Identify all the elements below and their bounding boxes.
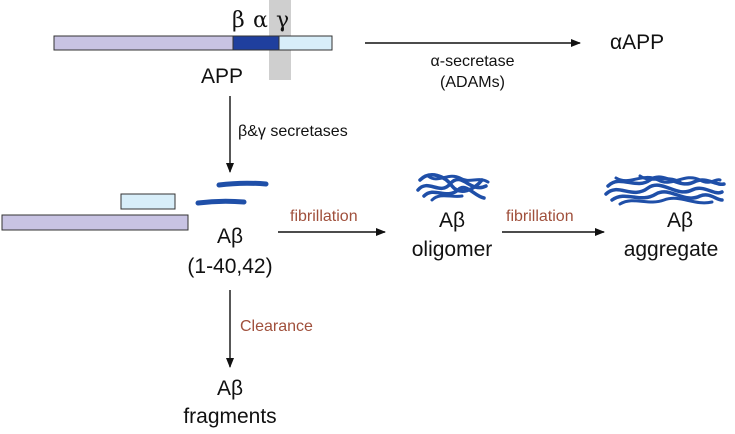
fibrillation-label-2: fibrillation xyxy=(506,208,574,225)
app-label: APP xyxy=(201,65,244,88)
app-alpha-site-label: α xyxy=(253,8,268,33)
fragments-label: fragments xyxy=(183,405,277,428)
app-beta-site-label: β xyxy=(232,8,245,33)
aicd-bar xyxy=(120,193,176,210)
oligomer-fibrils xyxy=(416,173,490,202)
alpha-app-label: αAPP xyxy=(610,31,665,54)
sappbeta-bar xyxy=(1,214,189,231)
app-ectodomain-bar xyxy=(53,35,234,51)
aggregate-abeta-label: Aβ xyxy=(666,209,694,232)
aggregate-fibrils xyxy=(604,174,726,206)
app-gamma-site-label: γ xyxy=(276,8,290,33)
fibrillation-label-1: fibrillation xyxy=(290,208,358,225)
app-c-terminal-bar xyxy=(278,35,333,51)
oligomer-abeta-label: Aβ xyxy=(438,209,466,232)
abeta-range-label: (1-40,42) xyxy=(187,255,273,278)
alpha-secretase-label: α-secretase xyxy=(430,53,515,70)
abeta-monomer-bottom xyxy=(195,198,247,206)
abeta-monomer-top xyxy=(216,180,269,188)
oligomer-label: oligomer xyxy=(411,238,493,261)
app-abeta-region-bar xyxy=(232,35,280,51)
beta-gamma-secretases-label: β&γ secretases xyxy=(238,123,348,140)
abeta-label: Aβ xyxy=(216,225,244,248)
fragments-abeta-label: Aβ xyxy=(216,377,244,400)
aggregate-label: aggregate xyxy=(623,238,719,261)
adams-label: (ADAMs) xyxy=(440,74,505,91)
clearance-label: Clearance xyxy=(240,318,313,335)
